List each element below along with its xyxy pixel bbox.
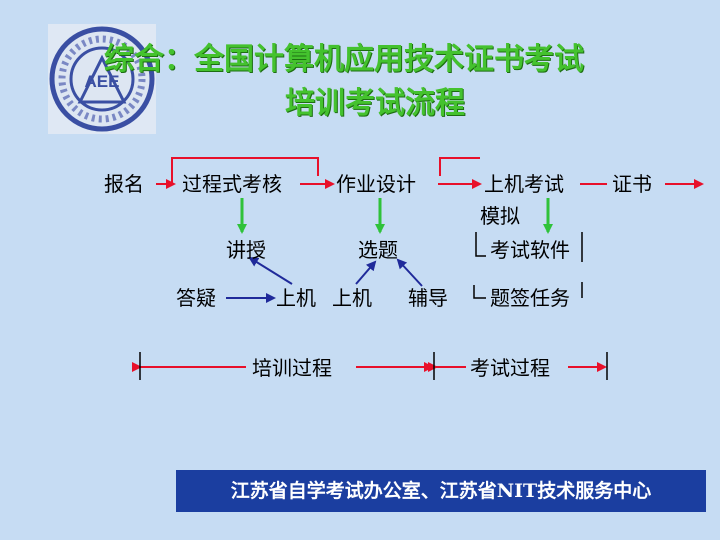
seal-icon: AEE xyxy=(49,26,155,132)
arrow-shangji-xuanti xyxy=(355,260,377,285)
node-zuoye: 作业设计 xyxy=(336,172,416,196)
node-dayi: 答疑 xyxy=(176,286,216,310)
node-fudao: 辅导 xyxy=(408,286,448,310)
page-title-line1: 综合：全国计算机应用技术证书考试 xyxy=(104,42,584,77)
node-baoming: 报名 xyxy=(104,172,144,196)
node-guocheng: 过程式考核 xyxy=(182,172,282,196)
phase-training-label: 培训过程 xyxy=(252,356,332,380)
node-shangji-2: 上机 xyxy=(332,286,372,310)
arrow-fudao-xuanti xyxy=(396,258,423,287)
logo-emblem: AEE xyxy=(48,24,156,134)
phase-exam-label: 考试过程 xyxy=(470,356,550,380)
bracket-zuoye xyxy=(439,157,480,176)
logo-text: AEE xyxy=(85,72,120,91)
bracket-guocheng xyxy=(171,157,319,184)
node-xuanti: 选题 xyxy=(358,238,398,262)
node-exam-software: 考试软件 xyxy=(490,238,570,262)
page-title-line2: 培训考试流程 xyxy=(285,86,465,121)
node-tiqian: 题签任务 xyxy=(490,286,570,310)
node-shangji-1: 上机 xyxy=(276,286,316,310)
node-moni: 模拟 xyxy=(480,204,520,228)
arrow-shangji-jiangshou xyxy=(248,256,293,285)
node-shangji-exam: 上机考试 xyxy=(484,172,564,196)
footer-banner: 江苏省自学考试办公室、江苏省NIT技术服务中心 xyxy=(176,470,706,512)
node-jiangshou: 讲授 xyxy=(226,238,266,262)
bracket-tiqian xyxy=(473,285,486,299)
bracket-exam-software xyxy=(475,232,486,257)
node-zhengshu: 证书 xyxy=(612,172,652,196)
